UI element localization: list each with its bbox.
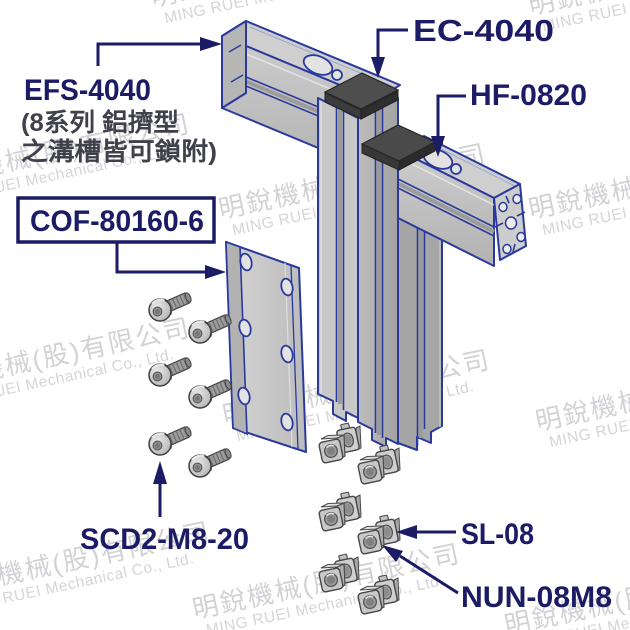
square-nut — [356, 455, 385, 486]
lower-beam-cross-section — [493, 183, 527, 261]
square-nut — [356, 585, 385, 616]
nut-spring-set — [317, 421, 401, 616]
sl-arrowhead — [396, 525, 417, 539]
hf-arrowhead — [431, 136, 445, 157]
label-hf-0820: HF-0820 — [470, 79, 587, 112]
nun-leader — [399, 554, 459, 595]
efs-leader — [96, 42, 202, 66]
label-ec-4040: EC-4040 — [413, 13, 554, 48]
label-efs-note-line2: 之溝槽皆可鎖附) — [21, 137, 217, 166]
screw — [148, 286, 196, 322]
screw — [148, 351, 196, 387]
screw-set — [148, 286, 236, 478]
ec-leader — [376, 28, 408, 58]
label-scd2-m8-20: SCD2-M8-20 — [80, 523, 249, 556]
label-nun-08m8: NUN-08M8 — [461, 581, 612, 614]
vertical-post-front — [317, 97, 399, 448]
square-nut — [356, 525, 385, 556]
plate-holes — [237, 252, 294, 432]
square-nut — [317, 502, 346, 533]
cof-leader — [115, 243, 206, 274]
scd2-arrowhead — [153, 461, 167, 484]
upper-beam-access-hole — [302, 54, 343, 81]
label-sl-08: SL-08 — [461, 518, 534, 551]
screw — [148, 420, 196, 456]
screw — [188, 373, 236, 409]
part-labels: EFS-4040 (8系列 鋁擠型 之溝槽皆可鎖附) EC-4040 HF-08… — [16, 13, 612, 614]
square-nut — [317, 434, 346, 465]
screw — [188, 442, 236, 478]
nun-arrowhead — [382, 545, 403, 562]
label-efs-4040: EFS-4040 — [24, 74, 151, 107]
leader-lines — [96, 28, 466, 595]
connection-plate — [225, 240, 307, 453]
screw — [188, 308, 236, 344]
cof-label-box — [16, 196, 216, 244]
label-cof-80160-6: COF-80160-6 — [30, 205, 204, 238]
ec-arrowhead — [371, 57, 385, 78]
upper-beam-end-face — [221, 20, 247, 109]
label-efs-note-line1: (8系列 鋁擠型 — [21, 108, 179, 137]
efs-arrowhead — [200, 37, 222, 51]
cof-arrowhead — [205, 265, 226, 279]
square-nut — [317, 563, 346, 594]
hf-leader — [436, 94, 466, 137]
end-cap-top — [323, 72, 400, 120]
